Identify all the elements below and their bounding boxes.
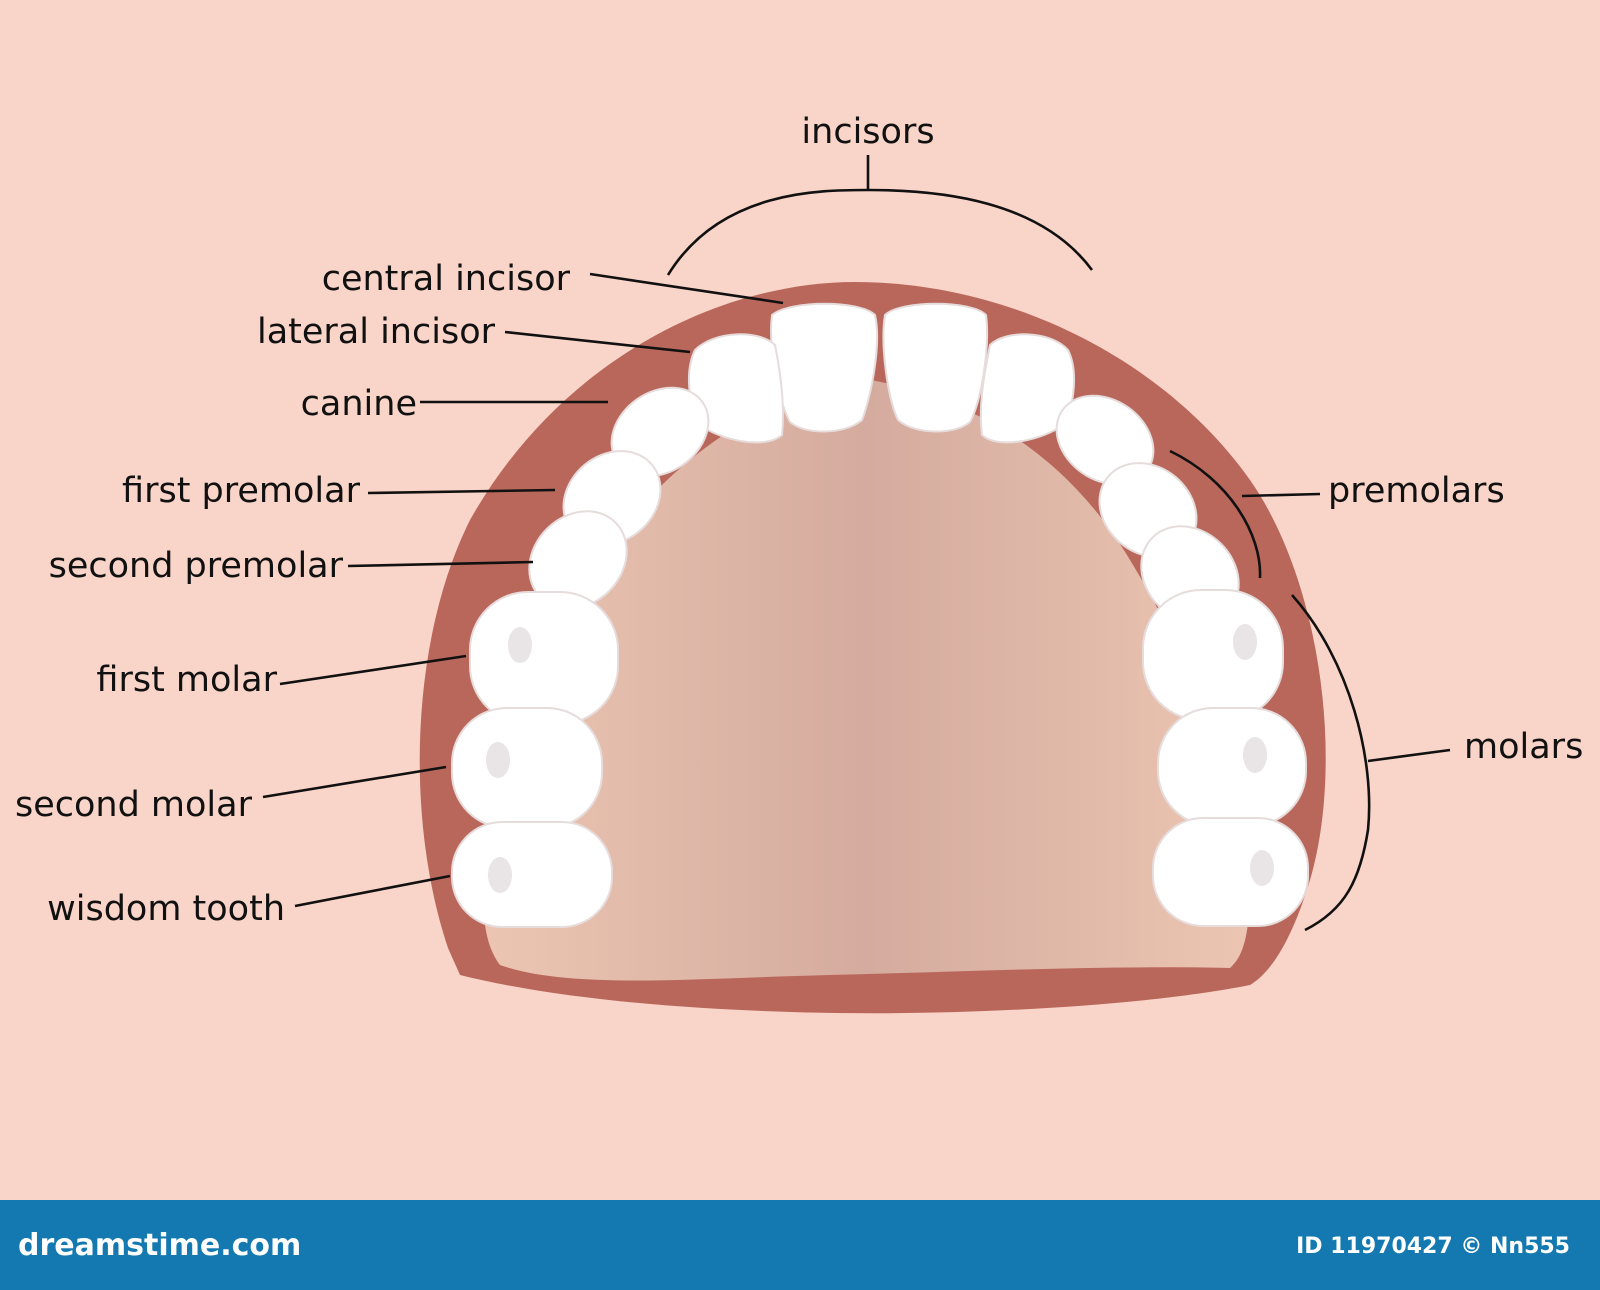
right-wisdom-tooth xyxy=(1152,817,1309,927)
footer-bar: dreamstime.com ID 11970427 © Nn555 xyxy=(0,1200,1600,1290)
label-lateral-incisor: lateral incisor xyxy=(257,312,496,352)
molar-pit xyxy=(1250,850,1274,886)
left-wisdom-tooth xyxy=(451,821,613,928)
molar-pit xyxy=(1233,624,1257,660)
right-central-incisor xyxy=(882,302,989,433)
footer-brand[interactable]: dreamstime.com xyxy=(18,1228,302,1263)
left-central-incisor xyxy=(770,302,879,433)
central-incisor-leader xyxy=(589,272,784,305)
palate xyxy=(483,378,1250,981)
label-wisdom-tooth: wisdom tooth xyxy=(47,889,285,929)
label-second-premolar: second premolar xyxy=(49,546,344,586)
label-central-incisor: central incisor xyxy=(322,259,571,299)
label-first-molar: first molar xyxy=(96,660,277,700)
leader-lines xyxy=(262,155,1451,932)
premolars-leader xyxy=(1241,492,1321,498)
label-second-molar: second molar xyxy=(15,785,253,825)
right-first-molar xyxy=(1142,589,1284,721)
footer-image-id: ID 11970427 © Nn555 xyxy=(1296,1234,1570,1259)
dental-arch-diagram: incisors central incisor lateral incisor… xyxy=(15,112,1583,1014)
label-first-premolar: first premolar xyxy=(122,471,361,511)
incisors-bracket xyxy=(666,188,1094,276)
molar-pit xyxy=(486,742,510,778)
wisdom-tooth-leader xyxy=(294,874,451,908)
second-premolar-leader xyxy=(347,560,534,568)
label-canine: canine xyxy=(301,384,417,424)
left-first-molar xyxy=(469,591,619,725)
right-second-molar xyxy=(1157,707,1307,827)
first-molar-leader xyxy=(279,654,467,686)
molar-pit xyxy=(508,627,532,663)
first-premolar-leader xyxy=(367,488,556,495)
label-molars: molars xyxy=(1464,727,1583,767)
label-premolars: premolars xyxy=(1328,471,1505,511)
molars-bracket xyxy=(1291,594,1371,932)
labels: incisors central incisor lateral incisor… xyxy=(15,112,1583,929)
molars-leader xyxy=(1367,748,1451,763)
teeth xyxy=(451,302,1309,928)
lateral-incisor-leader xyxy=(504,330,691,354)
molar-pit xyxy=(488,857,512,893)
premolars-bracket xyxy=(1169,449,1262,579)
left-second-molar xyxy=(451,707,603,829)
label-incisors: incisors xyxy=(801,112,934,152)
second-molar-leader xyxy=(262,765,447,799)
molar-pit xyxy=(1243,737,1267,773)
